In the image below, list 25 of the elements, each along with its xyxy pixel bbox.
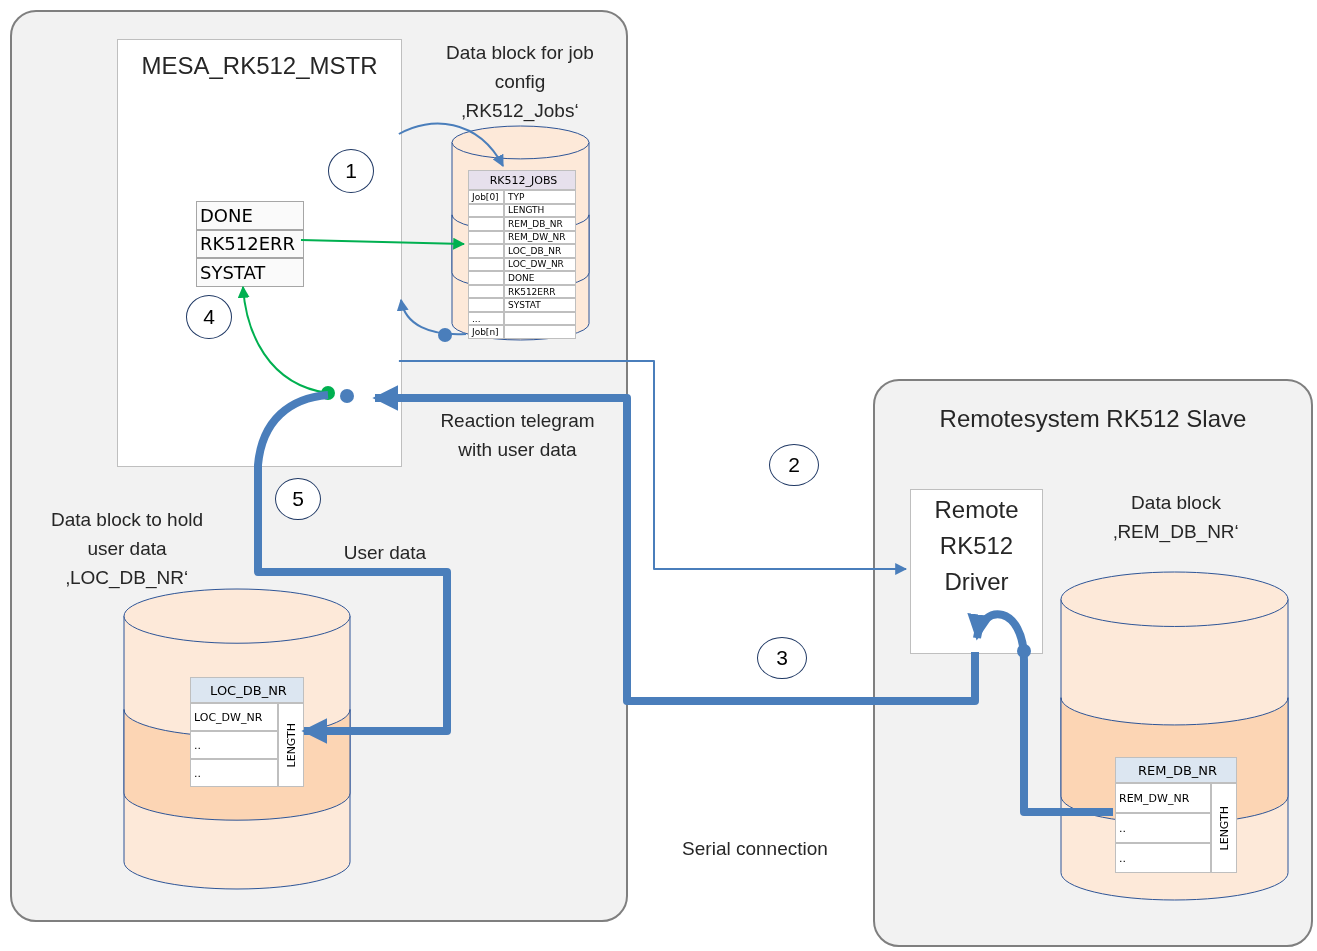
step-number: 4 bbox=[186, 295, 232, 339]
step-number: 1 bbox=[328, 149, 374, 193]
arrow bbox=[397, 360, 908, 575]
system-panel bbox=[10, 10, 628, 922]
block-heading: Data block to hold user data ‚LOC_DB_NR‘ bbox=[49, 508, 205, 591]
block-heading: Data block ‚REM_DB_NR‘ bbox=[1112, 491, 1240, 545]
block-heading: Data block for job config ‚RK512_Jobs‘ bbox=[445, 41, 595, 124]
status-field: RK512ERR bbox=[196, 229, 304, 259]
arrow bbox=[254, 391, 451, 744]
block-title: Remote RK512 Driver bbox=[933, 495, 1020, 597]
arrow bbox=[340, 385, 979, 705]
arrow bbox=[238, 285, 335, 400]
arrow bbox=[397, 122, 504, 168]
arrow bbox=[397, 298, 467, 342]
panel-title: Remotesystem RK512 Slave bbox=[938, 404, 1248, 434]
step-number: 2 bbox=[769, 444, 819, 486]
step-number: 3 bbox=[757, 637, 807, 679]
function-block bbox=[117, 39, 402, 467]
arrow bbox=[300, 237, 466, 250]
status-field: SYSTAT bbox=[196, 258, 304, 287]
block-title: MESA_RK512_MSTR bbox=[140, 51, 379, 81]
note-text: Serial connection bbox=[681, 838, 829, 860]
driver-block bbox=[910, 489, 1043, 654]
status-field: DONE bbox=[196, 201, 304, 230]
step-number: 5 bbox=[275, 478, 321, 520]
